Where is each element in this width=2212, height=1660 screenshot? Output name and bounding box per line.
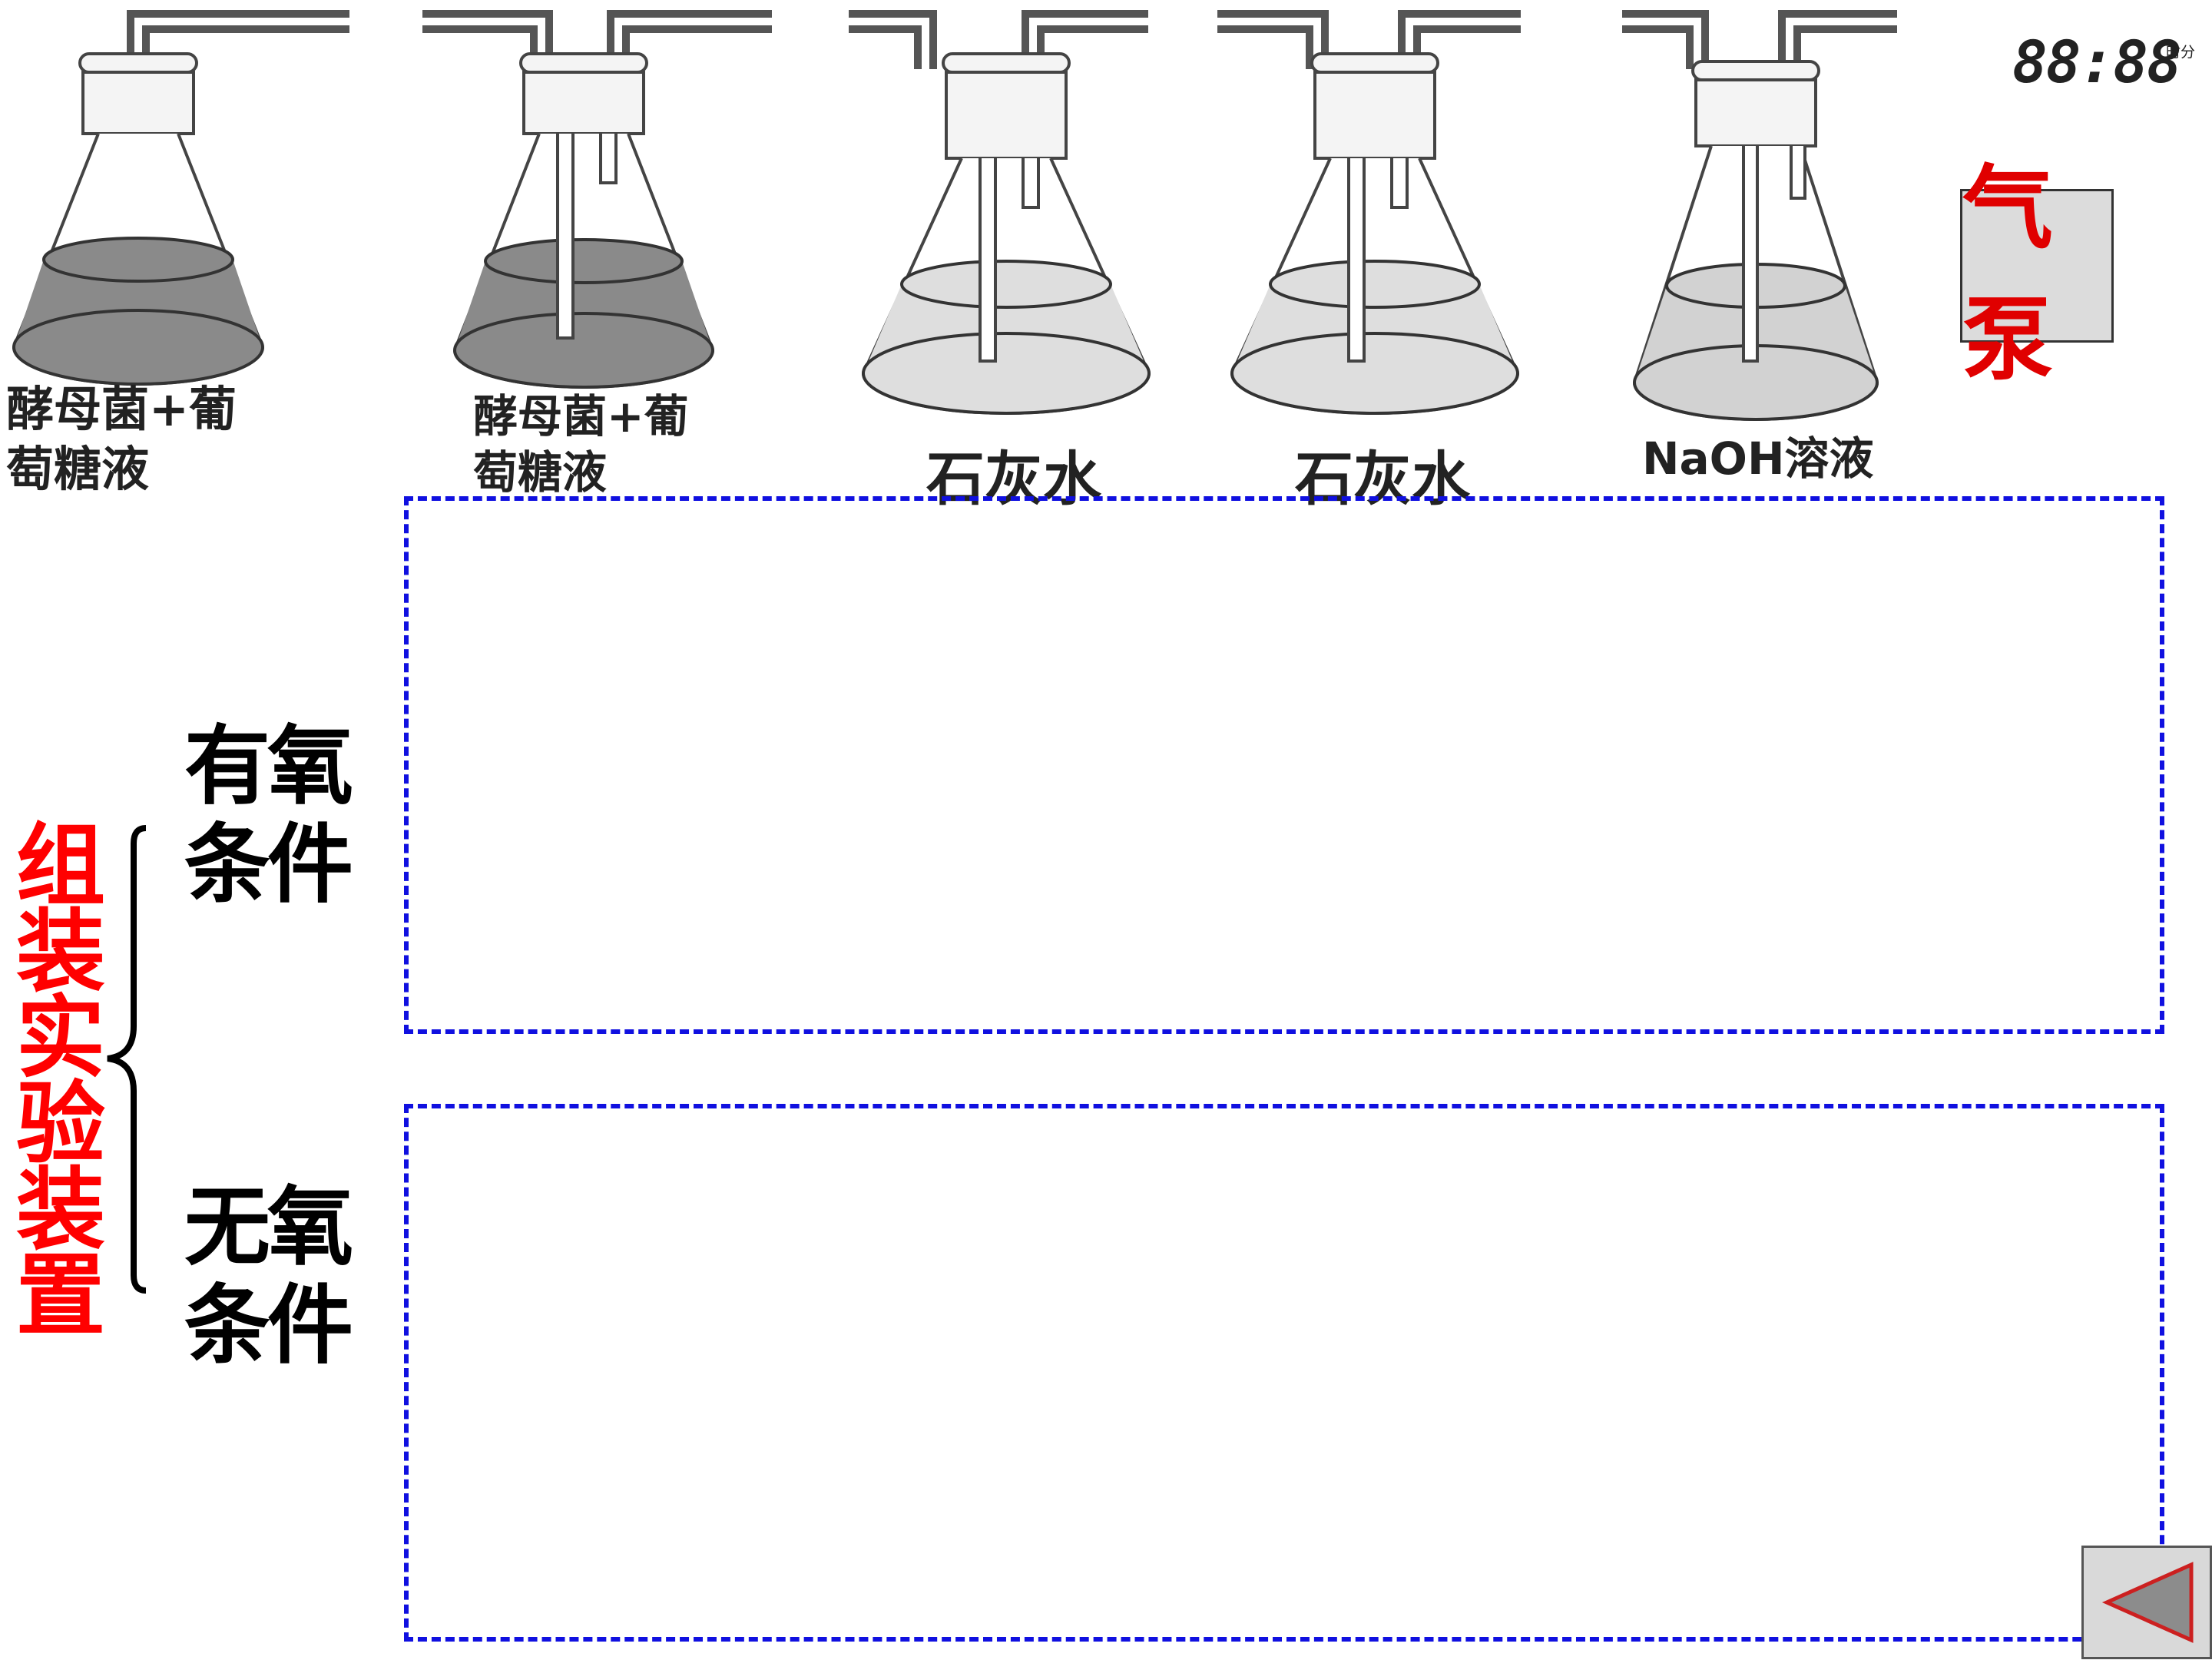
flask-4-label: 石灰水: [1295, 445, 1470, 513]
flask-limewater-2[interactable]: 石灰水: [1214, 0, 1536, 513]
flask-3-icon: [849, 10, 1151, 415]
clock-unit: 时分: [2166, 44, 2196, 61]
air-pump-button[interactable]: 气泵: [1960, 155, 2114, 393]
anaerobic-dropzone[interactable]: [404, 1104, 2164, 1642]
flask-3-label: 石灰水: [926, 445, 1101, 513]
flask-2-label: 酵母菌+葡 萄糖液: [473, 390, 689, 499]
flask-5-label: NaOH溶液: [1642, 432, 1874, 485]
vertical-title: 组 装 实 验 装 置: [16, 814, 105, 1348]
flask-5-icon: [1622, 10, 1897, 421]
back-button[interactable]: [2081, 1546, 2212, 1659]
anaerobic-condition-label: 无氧 条件: [184, 1178, 353, 1376]
flask-yeast-glucose-1[interactable]: 酵母菌+葡 萄糖液: [0, 0, 361, 497]
flask-1-icon: [12, 10, 349, 386]
flask-naoh[interactable]: NaOH溶液: [1613, 0, 1920, 485]
flask-2-icon: [422, 10, 772, 389]
flask-4-icon: [1217, 10, 1521, 415]
flask-1-label: 酵母菌+葡 萄糖液: [6, 381, 237, 497]
clock-display: 88:88: [2012, 28, 2182, 96]
left-triangle-icon: [2101, 1562, 2194, 1643]
aerobic-dropzone[interactable]: [404, 496, 2164, 1034]
brace-icon: [107, 825, 147, 1294]
flask-yeast-glucose-2[interactable]: 酵母菌+葡 萄糖液: [422, 0, 776, 499]
flask-limewater-1[interactable]: 石灰水: [845, 0, 1167, 513]
aerobic-condition-label: 有氧 条件: [184, 717, 353, 915]
